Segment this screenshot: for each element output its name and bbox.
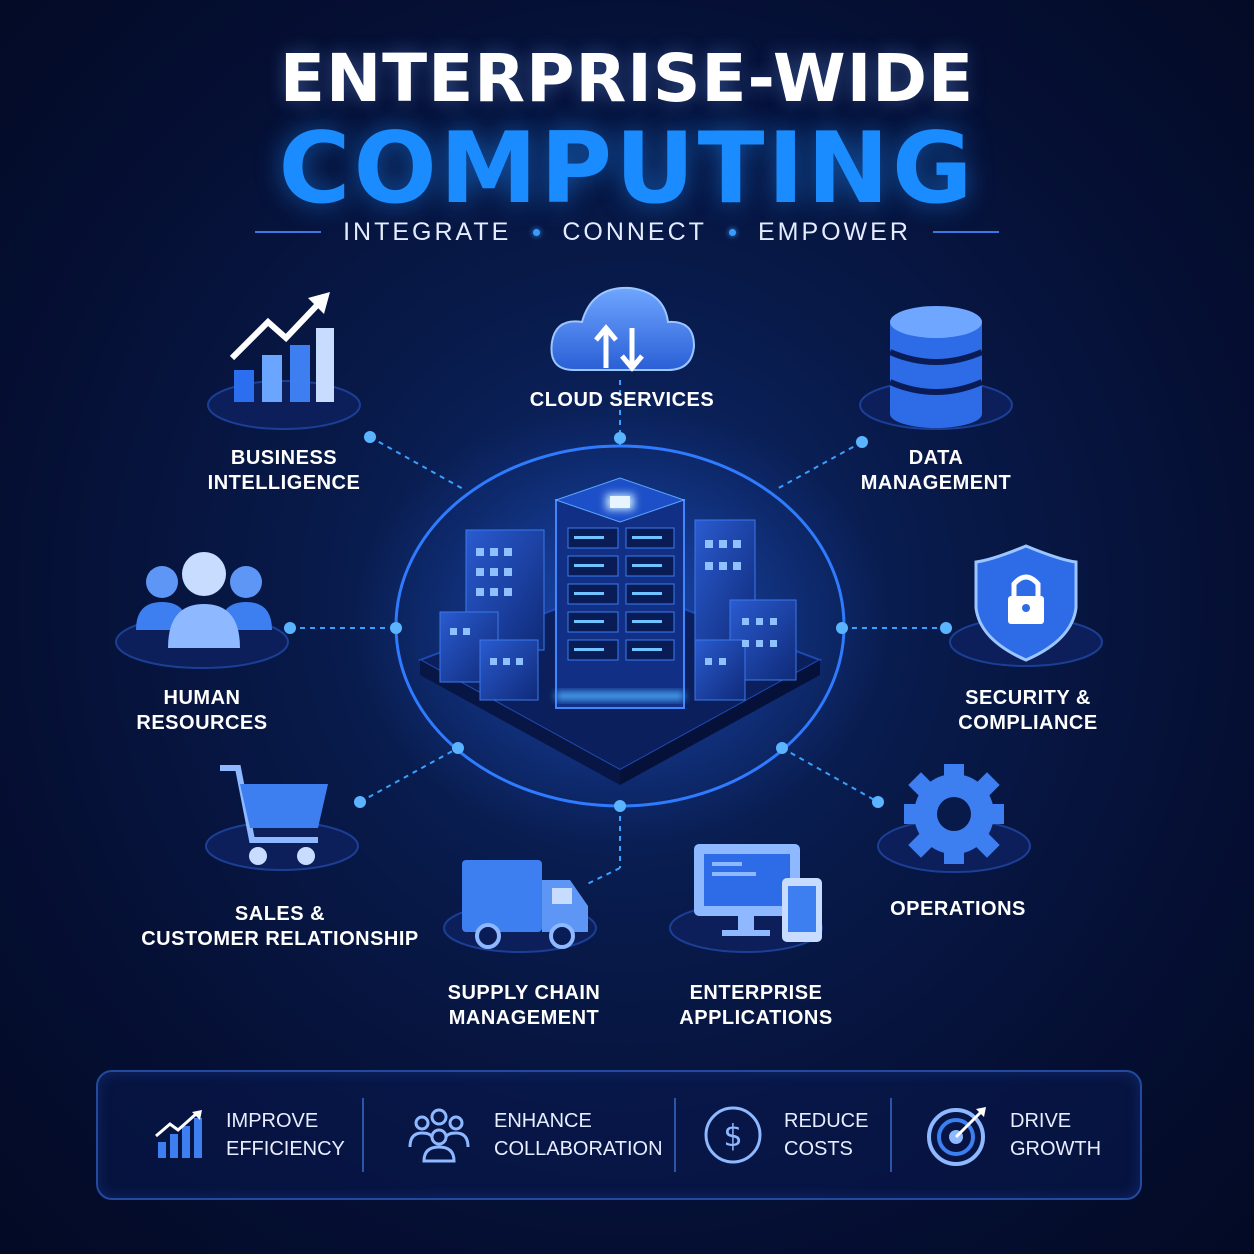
server-city-icon <box>417 477 823 785</box>
label-line: SUPPLY CHAIN <box>447 982 601 1004</box>
tagline-dot <box>533 228 541 236</box>
label-line: ENTERPRISE <box>689 982 823 1004</box>
benefit-drive-growth: DRIVE GROWTH <box>926 1072 1101 1198</box>
shopping-cart-icon <box>220 765 328 865</box>
label-security-compliance: SECURITY & COMPLIANCE <box>918 686 1138 736</box>
benefit-improve-efficiency: IMPROVE EFFICIENCY <box>154 1072 345 1198</box>
gear-icon <box>904 764 1004 864</box>
benefit-divider <box>890 1098 892 1172</box>
svg-text:$: $ <box>723 1119 742 1154</box>
benefit-line: ENHANCE <box>494 1110 592 1132</box>
label-sales-customer-relationship: SALES & CUSTOMER RELATIONSHIP <box>130 902 430 952</box>
label-line: OPERATIONS <box>890 898 1026 920</box>
title-line2: COMPUTING <box>278 112 976 226</box>
title-line1: ENTERPRISE-WIDE <box>279 40 975 117</box>
bar-chart-trend-icon <box>229 292 334 402</box>
tagline-rule-right <box>932 231 999 233</box>
label-line: RESOURCES <box>136 712 268 734</box>
benefit-line: REDUCE <box>784 1110 869 1132</box>
label-line: CLOUD SERVICES <box>529 389 715 411</box>
benefit-line: IMPROVE <box>226 1110 319 1132</box>
label-line: MANAGEMENT <box>448 1007 600 1029</box>
label-line: COMPLIANCE <box>958 712 1098 734</box>
label-line: DATA <box>908 447 964 469</box>
cloud-icon <box>550 286 696 372</box>
tagline-dot <box>728 228 736 236</box>
benefit-line: DRIVE <box>1010 1110 1072 1132</box>
tagline-word: INTEGRATE <box>343 217 512 246</box>
people-icon <box>136 552 272 648</box>
benefit-line: COSTS <box>784 1138 853 1160</box>
benefit-line: GROWTH <box>1010 1138 1102 1160</box>
delivery-truck-icon <box>462 860 588 949</box>
tagline-rule-left <box>255 231 322 233</box>
label-business-intelligence: BUSINESS INTELLIGENCE <box>184 446 384 496</box>
benefit-line: EFFICIENCY <box>226 1138 345 1160</box>
tagline: INTEGRATE CONNECT EMPOWER <box>0 212 1254 252</box>
label-line: INTELLIGENCE <box>207 472 361 494</box>
label-supply-chain: SUPPLY CHAIN MANAGEMENT <box>420 981 628 1031</box>
dollar-icon: $ <box>704 1106 762 1164</box>
label-enterprise-applications: ENTERPRISE APPLICATIONS <box>654 981 858 1031</box>
label-human-resources: HUMAN RESOURCES <box>102 686 302 736</box>
label-line: BUSINESS <box>230 447 338 469</box>
label-line: SECURITY & <box>965 687 1091 709</box>
benefit-line: COLLABORATION <box>494 1138 663 1160</box>
bar-chart-growth-icon <box>155 1110 202 1158</box>
shield-lock-icon <box>974 544 1078 662</box>
target-icon <box>927 1107 986 1166</box>
label-line: SALES & <box>234 903 326 925</box>
label-data-management: DATA MANAGEMENT <box>836 446 1036 496</box>
connector-nodes <box>284 431 952 812</box>
tagline-word: CONNECT <box>562 217 707 246</box>
label-line: MANAGEMENT <box>860 472 1012 494</box>
label-operations: OPERATIONS <box>858 897 1058 922</box>
benefit-divider <box>674 1098 676 1172</box>
team-icon <box>408 1108 470 1163</box>
benefit-divider <box>362 1098 364 1172</box>
database-icon <box>888 306 984 428</box>
label-line: APPLICATIONS <box>679 1007 833 1029</box>
tagline-word: EMPOWER <box>757 217 911 246</box>
label-line: CUSTOMER RELATIONSHIP <box>141 928 419 950</box>
devices-icon <box>694 844 822 942</box>
benefit-reduce-costs: $ REDUCE COSTS <box>702 1072 868 1198</box>
benefit-enhance-collaboration: ENHANCE COLLABORATION <box>404 1072 663 1198</box>
benefits-bar: IMPROVE EFFICIENCY ENHANCE COLLABORATION… <box>96 1070 1142 1200</box>
label-cloud-services: CLOUD SERVICES <box>510 388 734 413</box>
label-line: HUMAN <box>163 687 241 709</box>
